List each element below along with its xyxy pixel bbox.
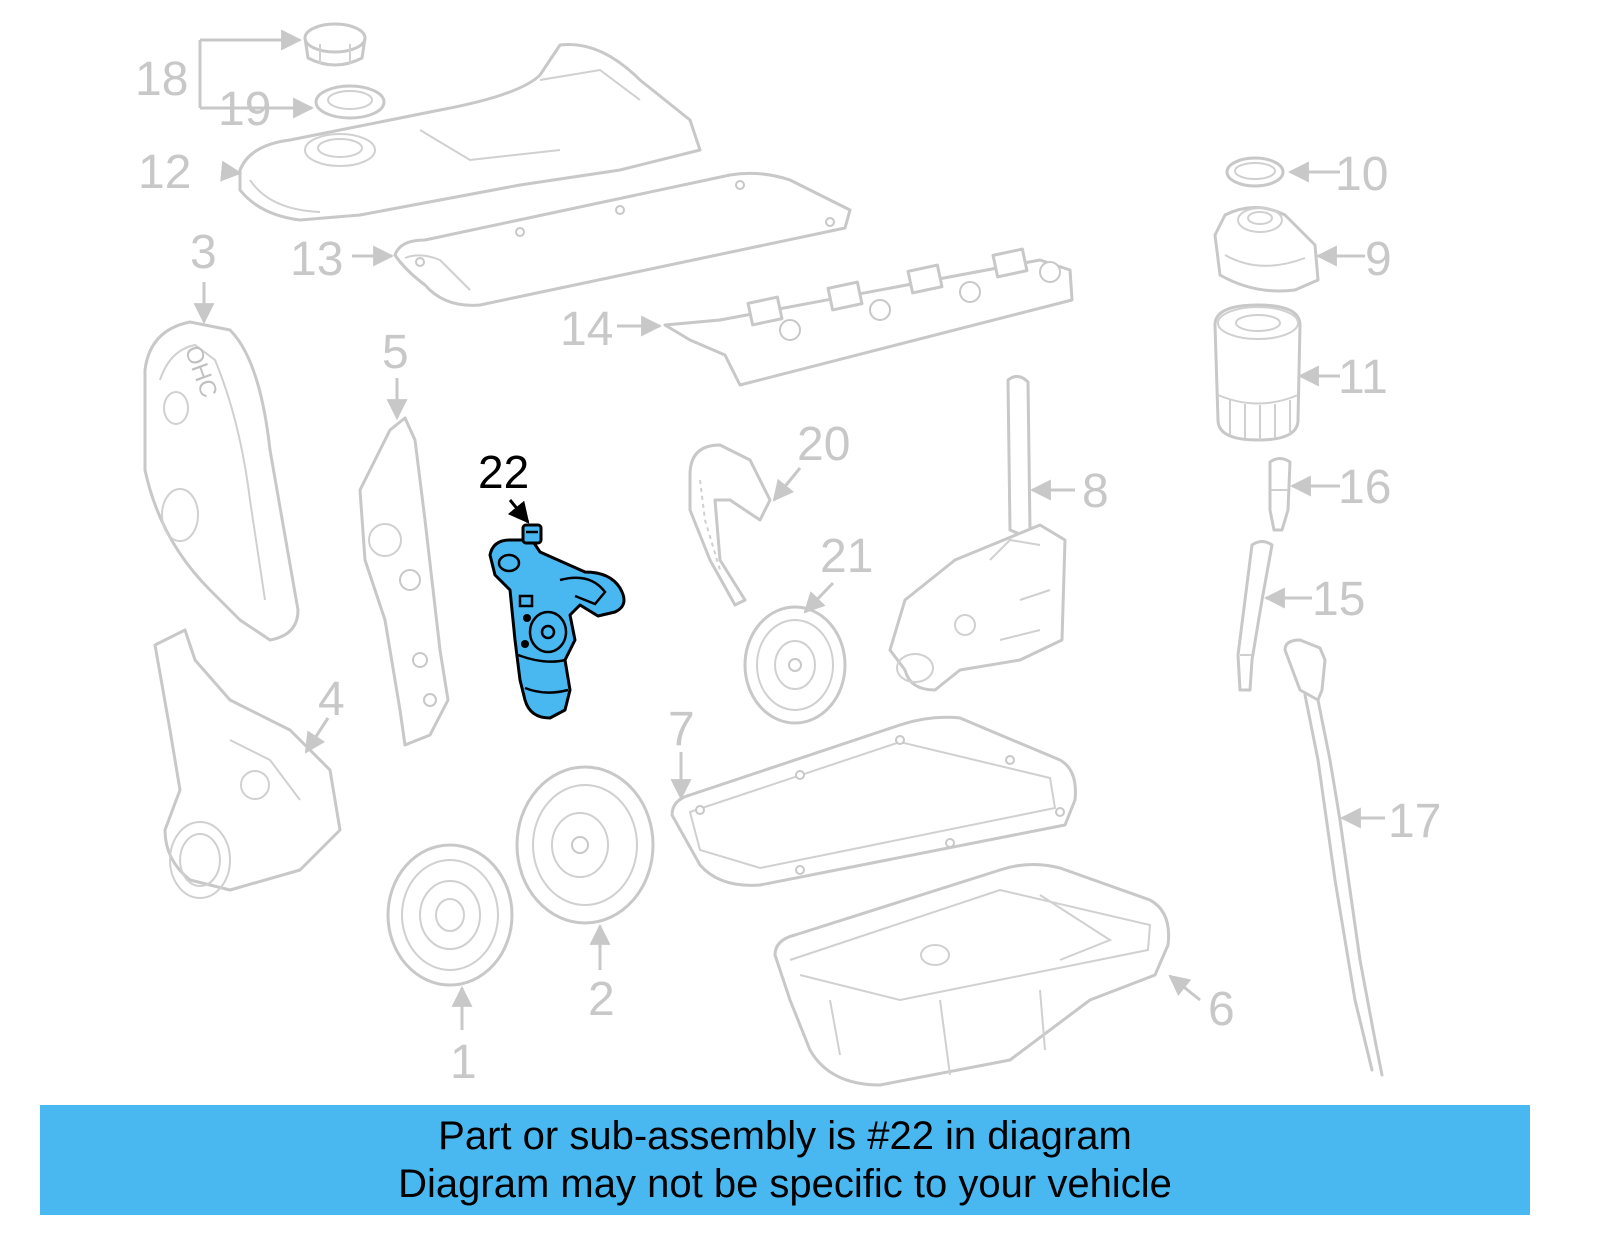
callout-11: 11 — [1338, 351, 1388, 404]
callout-2: 2 — [588, 973, 615, 1026]
part-17-dipstick[interactable] — [1283, 638, 1384, 1077]
part-info-banner: Part or sub-assembly is #22 in diagram D… — [40, 1105, 1530, 1215]
part-20-timing-belt[interactable] — [688, 443, 772, 607]
part-18-oil-filler-cap[interactable] — [303, 22, 367, 67]
callout-18: 18 — [135, 53, 188, 106]
callout-8: 8 — [1082, 465, 1109, 518]
part-1-crankshaft-sprocket[interactable] — [386, 843, 514, 987]
part-13-valve-cover-gasket[interactable] — [393, 171, 852, 307]
callout-17: 17 — [1388, 795, 1441, 848]
banner-line-disclaimer: Diagram may not be specific to your vehi… — [398, 1162, 1172, 1206]
callout-14: 14 — [560, 303, 613, 356]
part-5-rear-cover-plate[interactable] — [358, 416, 450, 747]
callout-20: 20 — [797, 418, 850, 471]
callout-1: 1 — [450, 1036, 477, 1089]
part-19-seal-ring[interactable] — [314, 84, 386, 120]
part-6-oil-pan[interactable] — [773, 863, 1171, 1087]
callout-7: 7 — [668, 703, 695, 756]
part-21-tensioner-pulley[interactable] — [743, 605, 847, 725]
part-15-dipstick-tube[interactable] — [1236, 540, 1274, 692]
callout-19: 19 — [218, 83, 271, 136]
part-16-dipstick-tube-seal[interactable] — [1268, 457, 1292, 532]
callout-21: 21 — [820, 530, 873, 583]
banner-line-part-number: Part or sub-assembly is #22 in diagram — [438, 1114, 1132, 1158]
callout-3: 3 — [190, 226, 217, 279]
part-14-cylinder-head-rail[interactable] — [663, 247, 1074, 387]
part-3-timing-belt-cover[interactable]: OHC — [143, 320, 300, 642]
part-7-oil-pan-gasket[interactable] — [670, 715, 1077, 887]
part-2-crankshaft-pulley[interactable] — [515, 765, 655, 925]
callout-9: 9 — [1365, 233, 1392, 286]
callout-22-highlighted: 22 — [478, 446, 529, 498]
callout-5: 5 — [382, 326, 409, 379]
callout-4: 4 — [318, 673, 345, 726]
part-4-lower-timing-cover[interactable] — [153, 628, 342, 899]
engine-parts-diagram: OHC — [135, 22, 1441, 1089]
part-10-o-ring[interactable] — [1225, 156, 1285, 188]
part-8-oil-pump[interactable] — [888, 375, 1067, 692]
part-9-oil-filter-housing[interactable] — [1213, 206, 1320, 293]
callout-16: 16 — [1338, 461, 1391, 514]
callout-10: 10 — [1335, 148, 1388, 201]
callout-13: 13 — [290, 233, 343, 286]
part-12-valve-cover[interactable] — [238, 42, 702, 222]
callout-12: 12 — [138, 146, 191, 199]
callout-6: 6 — [1208, 983, 1235, 1036]
callout-15: 15 — [1312, 573, 1365, 626]
part-11-oil-filter[interactable] — [1213, 303, 1302, 442]
part-22-highlighted-assembly[interactable] — [488, 523, 626, 720]
